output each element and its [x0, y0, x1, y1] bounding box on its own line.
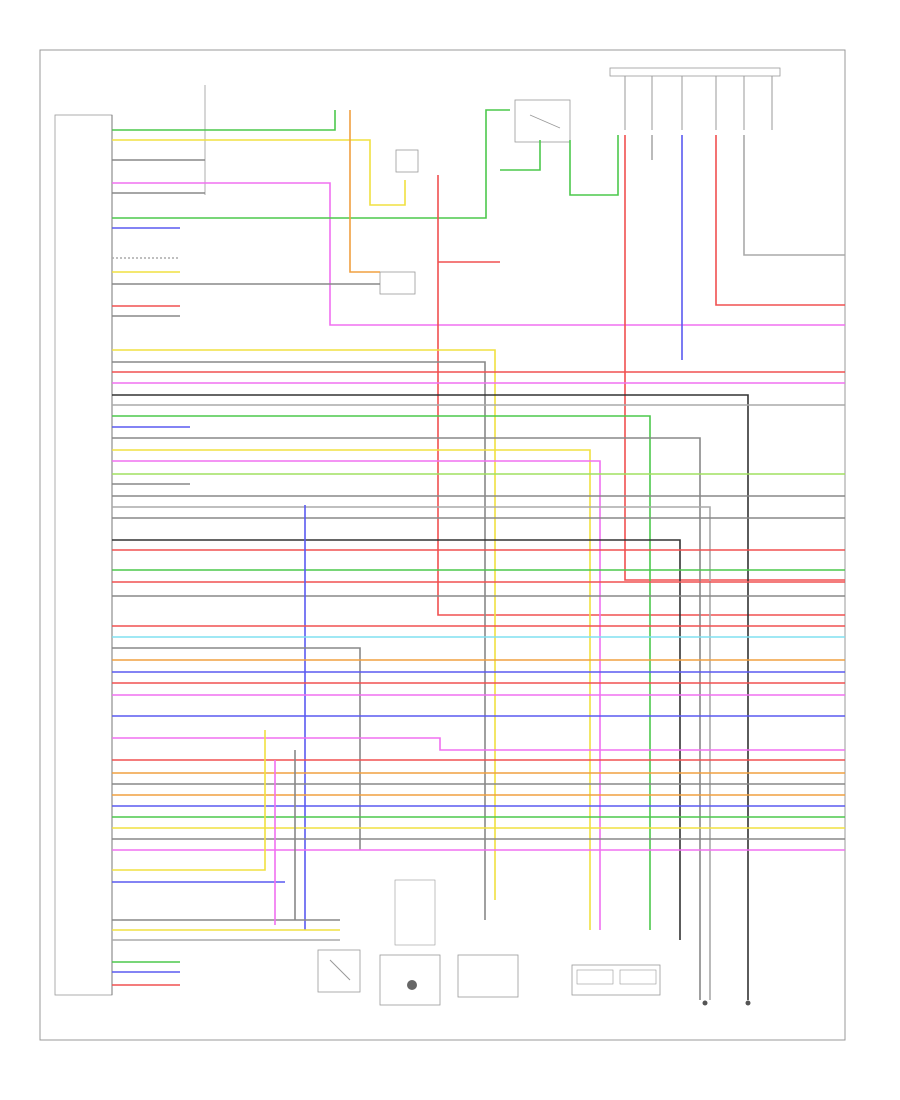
wire-yellow-b [205, 139, 406, 206]
ground-point-1 [702, 1000, 708, 1006]
fuel-tank-sensor[interactable] [457, 954, 519, 998]
oxygen-sensors[interactable] [571, 964, 661, 996]
wire-green-top [112, 110, 336, 131]
relay-symbol[interactable] [514, 99, 571, 143]
wire-gray-mid [112, 361, 486, 920]
engine-speed-sensor[interactable] [379, 879, 441, 1006]
wire-pink-long [112, 182, 845, 326]
wire-gray-low1 [112, 647, 361, 850]
ground-point-2 [745, 1000, 751, 1006]
wire-gray-mid6 [112, 506, 711, 1000]
wire-pink-low2 [112, 737, 845, 751]
sensor-small[interactable] [379, 271, 416, 295]
wire-fuse-gray2 [743, 135, 845, 256]
wire-orange-sensor [349, 110, 380, 273]
wire-black-mid [112, 394, 749, 1000]
wire-green-relay3 [569, 135, 619, 196]
wires [112, 109, 845, 1000]
fuse-box[interactable] [609, 67, 781, 130]
ecm-module[interactable] [54, 114, 113, 996]
bottom-components [317, 879, 751, 1006]
wire-green-b [112, 130, 487, 219]
wire-green-relay2 [500, 140, 541, 171]
sensor-box[interactable] [395, 149, 419, 173]
diagram-frame [39, 49, 846, 1041]
wire-gray-mid3 [112, 437, 701, 1000]
wire-green-relay [485, 109, 510, 130]
wire-green-mid [112, 415, 651, 930]
ecm-box [54, 114, 113, 996]
wire-fuse-red [624, 135, 845, 581]
wire-yellow-mid2 [112, 449, 591, 930]
sensor-switch[interactable] [317, 949, 361, 993]
wire-fuse-red2 [715, 135, 845, 306]
top-components [204, 67, 781, 295]
wire-yellow-low2 [112, 730, 266, 871]
